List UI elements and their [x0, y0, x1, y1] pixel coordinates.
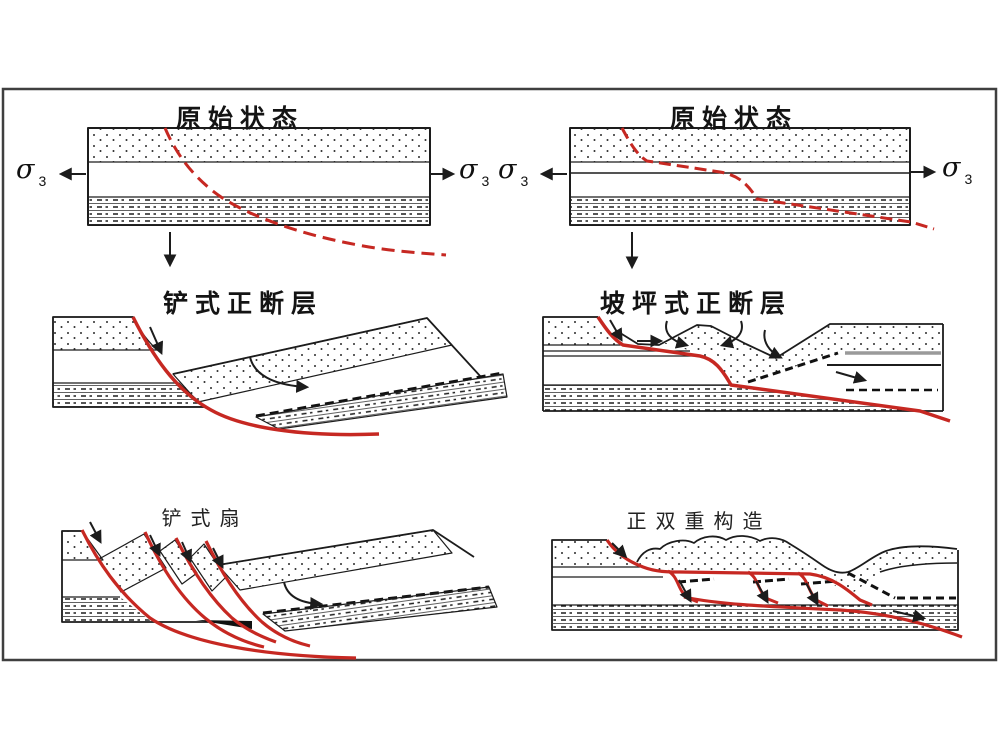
slip-arrow	[149, 326, 164, 355]
hangingwall-sandstone	[217, 529, 453, 591]
panel-listric-fault-diagram	[52, 316, 508, 437]
fold-rotation-arrow-left	[665, 320, 690, 349]
rollover-rotation-arrow	[283, 581, 324, 611]
slip-arrow-4	[211, 547, 224, 569]
sigma-subscript: 3	[520, 173, 529, 189]
descending-marker-dashed	[847, 571, 896, 600]
thin-bedded-layer	[87, 196, 431, 226]
hangingwall-top-surface	[616, 323, 943, 359]
horse-slip-arrow-2	[755, 580, 769, 604]
sigma-symbol: σ	[459, 154, 478, 185]
sigma-subscript: 3	[964, 171, 973, 187]
slip-arrow-top	[611, 542, 628, 559]
label-listric-fan: 铲式扇	[161, 508, 249, 530]
listric-fault-2	[143, 531, 265, 649]
title-listric-normal-fault: 铲式正断层	[162, 290, 324, 318]
fault-sliver-1	[98, 533, 167, 593]
panel-listric-fan-diagram	[61, 521, 498, 660]
hangingwall-sandstone	[638, 324, 943, 385]
slip-arrow-3	[180, 541, 192, 563]
listric-fault-3	[174, 537, 277, 644]
sigma-subscript: 3	[38, 173, 47, 189]
incipient-ramp-flat-fault-line	[620, 127, 935, 231]
rollover-rotation-arrow	[249, 356, 310, 393]
slip-arrow	[609, 319, 623, 342]
fold-rotation-arrow-right	[719, 320, 743, 349]
hangingwall-thin-beds	[262, 586, 498, 632]
hangingwall-sandstone	[172, 317, 453, 403]
hangingwall-thin-beds	[255, 373, 508, 430]
figure-frame	[1, 87, 998, 662]
hummocky-top-surface	[636, 535, 958, 574]
horse-fault-2	[747, 570, 779, 605]
hangingwall-sandstone	[637, 535, 957, 593]
sigma-symbol: σ	[16, 154, 35, 185]
transport-arrow-lower	[835, 371, 868, 384]
incipient-listric-fault-line	[163, 127, 447, 257]
title-original-state-left: 原始状态	[175, 105, 305, 133]
ramp-flat-fault-line	[596, 316, 951, 423]
panel-top-right-diagram	[539, 127, 937, 270]
sigma-symbol: σ	[498, 154, 517, 185]
horse-slip-arrow-3	[805, 582, 819, 606]
title-ramp-flat-normal-fault: 坡坪式正断层	[599, 290, 793, 318]
sandstone-layer	[87, 127, 431, 163]
panel-ramp-flat-fault-diagram	[542, 316, 951, 423]
footwall-thin-beds	[543, 385, 920, 411]
sigma-symbol: σ	[942, 152, 961, 183]
horse-slip-arrow-1	[678, 579, 692, 603]
title-original-state-right: 原始状态	[669, 105, 799, 133]
listric-fault-1	[80, 529, 357, 660]
right-marker-line	[879, 562, 958, 573]
sigma-subscript: 3	[481, 173, 490, 189]
transport-arrow-lower	[892, 609, 927, 623]
slip-arrow-1	[89, 521, 102, 544]
ramp-rotation-arrow	[763, 329, 783, 359]
ramp-marker-bed-dashed	[747, 351, 839, 384]
floor-fault-line	[683, 595, 963, 639]
footwall-sandstone	[552, 540, 643, 567]
panel-top-left-diagram	[58, 127, 456, 268]
label-normal-duplex: 正双重构造	[626, 511, 772, 533]
slip-arrow-2	[148, 534, 161, 557]
fault-sliver-2	[159, 539, 198, 585]
panel-normal-duplex-diagram	[551, 535, 963, 639]
footwall-thin-beds	[52, 382, 207, 408]
footwall-thin-beds	[62, 597, 152, 622]
thin-bedded-layer	[569, 196, 911, 226]
